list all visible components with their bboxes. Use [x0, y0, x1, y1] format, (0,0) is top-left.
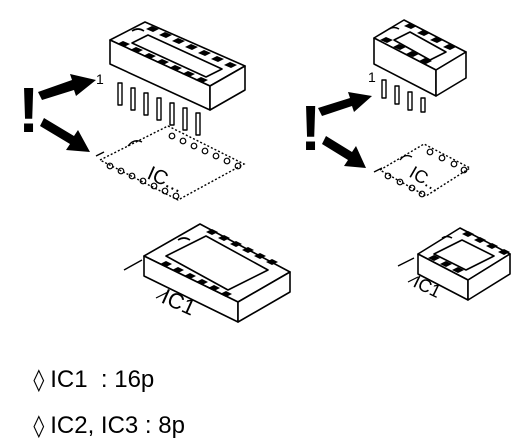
exclamation-icon: !: [18, 74, 39, 146]
socket-16pin-contacts: [117, 26, 237, 83]
diamond-bullet-icon: ◊: [33, 368, 45, 393]
pin1-marker-line-placed-8: [397, 257, 415, 267]
pcb-footprint-8pin: [373, 143, 472, 198]
pin1-marker-line-placed: [123, 259, 143, 271]
pin1-marker-socket16: 1: [96, 71, 104, 87]
socket-8pin: [373, 19, 467, 113]
legend-row-ic1: ◊IC1 : 16p: [20, 338, 154, 394]
pin1-marker-socket8: 1: [368, 69, 376, 85]
pcb-silk-label-16: IC...: [144, 162, 186, 197]
exclamation-icon: !: [300, 92, 321, 164]
arrow-icon: [38, 74, 96, 152]
socket-16pin-placed: [143, 223, 291, 323]
socket-8pin-placed: [417, 227, 511, 301]
ic-socket-placement-diagram: 1 ! IC...: [18, 19, 511, 323]
socket-16pin: [109, 21, 246, 136]
pcb-footprint-16pin: [95, 125, 246, 201]
arrow-icon: [318, 92, 372, 168]
legend-row-ic2-ic3: ◊IC2, IC3 : 8p: [20, 384, 185, 440]
diamond-bullet-icon: ◊: [33, 414, 45, 439]
legend-text-ic1: IC1 : 16p: [50, 366, 155, 393]
